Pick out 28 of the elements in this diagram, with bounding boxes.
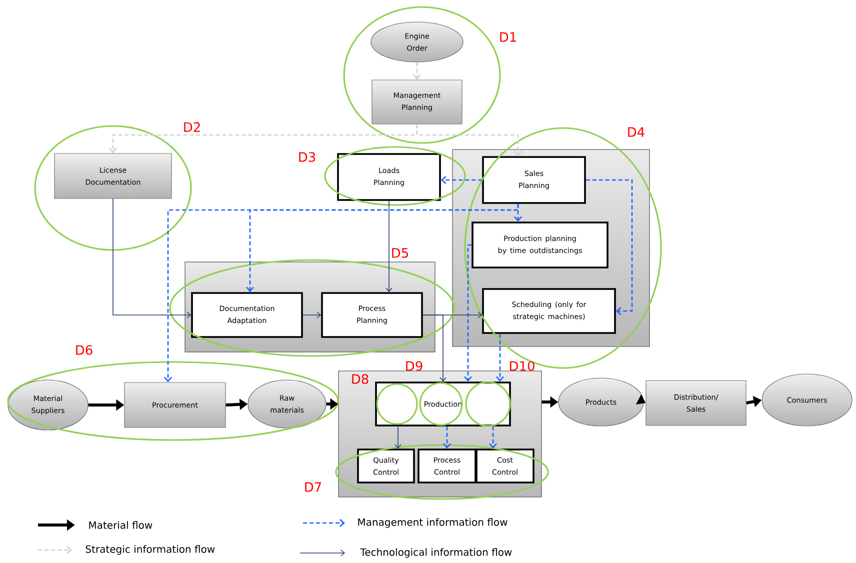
legend-label: Strategic information flow [86, 545, 215, 555]
region-label: D9 [406, 361, 422, 371]
arrow [164, 204, 519, 382]
region-label: D1 [500, 32, 516, 42]
arrow [496, 334, 504, 382]
region-label: D3 [299, 152, 316, 162]
region-label: D4 [628, 127, 644, 137]
arrow [586, 179, 633, 315]
arrow [394, 426, 402, 449]
region-label: D6 [76, 345, 92, 355]
arrow [413, 62, 421, 80]
arrow [464, 244, 472, 382]
region-label: D8 [352, 374, 368, 384]
arrow [302, 312, 322, 318]
region-label: D7 [305, 482, 322, 492]
arrow [489, 426, 497, 449]
region-label: D10 [510, 361, 534, 371]
legend-label: Technological information flow [360, 548, 512, 558]
arrow [422, 314, 446, 382]
arrow [443, 426, 451, 449]
region-label: D5 [392, 248, 408, 258]
arrow [416, 124, 522, 156]
arrow [440, 176, 482, 184]
legend-label: Material flow [89, 521, 152, 529]
legend-label: Management information flow [358, 518, 508, 528]
region-label: D2 [184, 122, 200, 132]
arrow [386, 200, 392, 292]
arrow [112, 198, 192, 318]
